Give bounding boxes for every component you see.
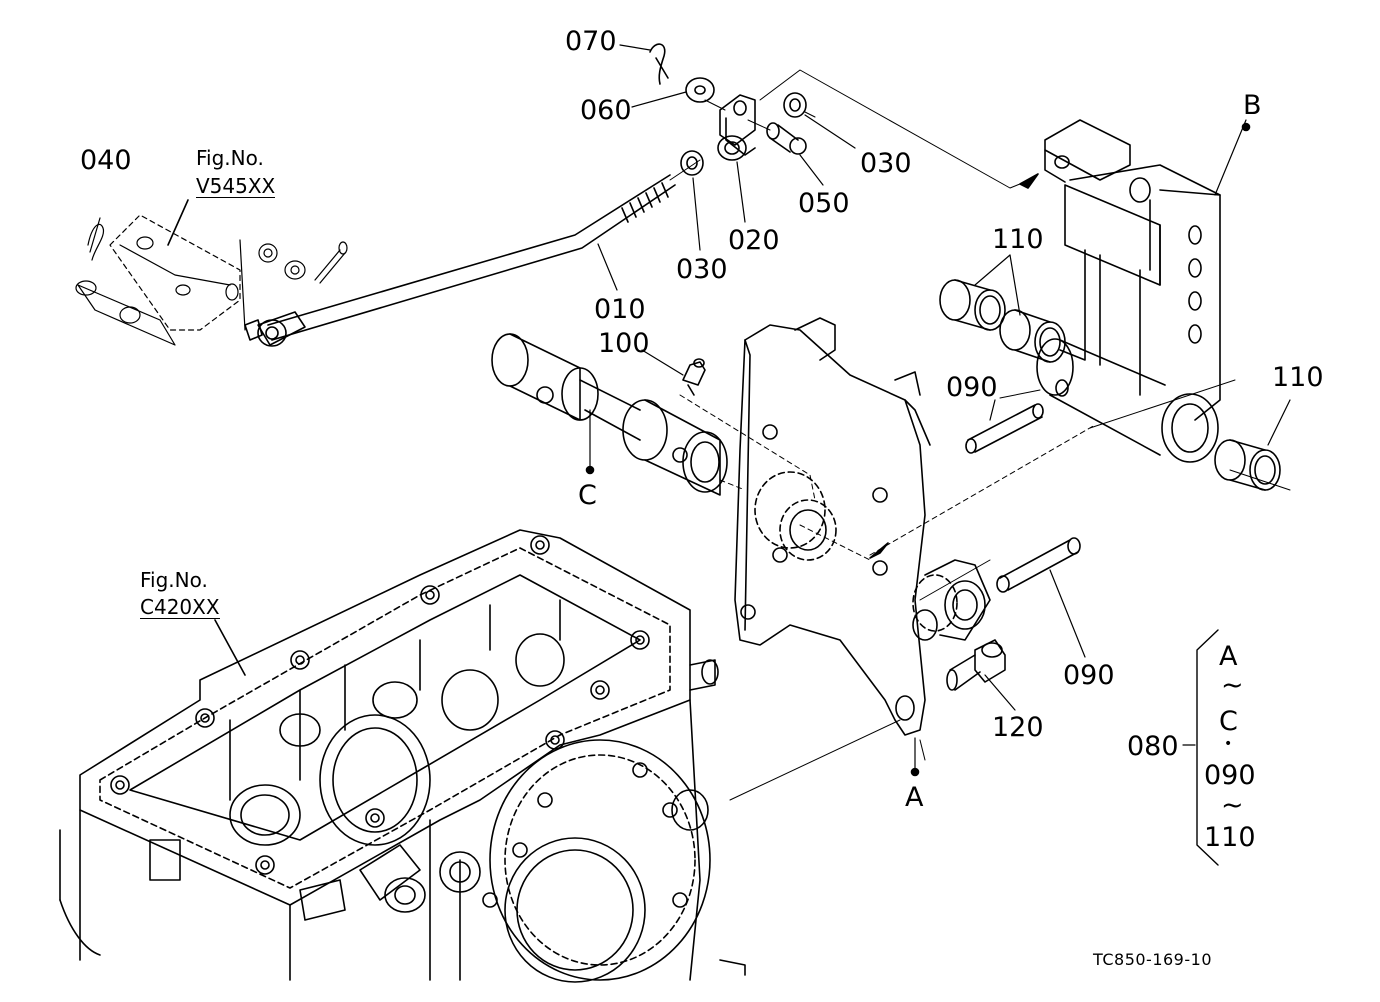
callout-120: 120 [992, 712, 1044, 743]
cross-shaft [492, 334, 745, 495]
group-080-line3: C [1219, 706, 1238, 737]
ref-c420-code: C420XX [140, 595, 220, 619]
group-080-line6: ~ [1221, 790, 1244, 821]
transmission-case [60, 530, 745, 982]
drawing-code: TC850-169-10 [1093, 950, 1212, 969]
group-080-line2: ~ [1221, 670, 1244, 701]
callout-050: 050 [798, 188, 850, 219]
callout-110-pair: 110 [992, 224, 1044, 255]
point-a-dot [912, 769, 919, 776]
group-080-bracket [1197, 630, 1218, 865]
callout-010: 010 [594, 294, 646, 325]
callout-leaders [590, 45, 1290, 770]
ref-c420-title: Fig.No. [140, 568, 208, 592]
linkage-reference-assembly [76, 215, 347, 345]
pins-090 [966, 404, 1080, 592]
callout-030-bottom: 030 [676, 254, 728, 285]
leader-c420 [215, 620, 245, 675]
callout-070: 070 [565, 26, 617, 57]
callout-100: 100 [598, 328, 650, 359]
callout-090-upper: 090 [946, 372, 998, 403]
callout-090-lower: 090 [1063, 660, 1115, 691]
group-080-line5: 090 [1204, 760, 1256, 791]
leader-v545 [168, 200, 188, 245]
point-label-b: B [1243, 90, 1262, 121]
point-c-dot [587, 467, 594, 474]
lift-arm-bracket [1000, 120, 1290, 490]
callout-040: 040 [80, 145, 132, 176]
bolt-120 [947, 640, 1005, 690]
group-080-line1: A [1219, 641, 1238, 672]
ref-v545-code: V545XX [196, 174, 276, 198]
point-label-c: C [578, 480, 597, 511]
bushings-110 [940, 280, 1280, 490]
ref-v545-title: Fig.No. [196, 146, 264, 170]
callout-030-top: 030 [860, 148, 912, 179]
grease-fitting [683, 359, 705, 395]
point-label-a: A [905, 782, 924, 813]
rod-010 [245, 175, 675, 346]
callout-110-right: 110 [1272, 362, 1324, 393]
callout-060: 060 [580, 95, 632, 126]
group-080-line7: 110 [1204, 822, 1256, 853]
callout-080: 080 [1127, 731, 1179, 762]
clevis-parts [650, 44, 1038, 188]
bracket-plate [680, 318, 1095, 800]
group-080-line4: • [1224, 736, 1233, 752]
callout-020: 020 [728, 225, 780, 256]
point-b-dot [1243, 124, 1250, 131]
